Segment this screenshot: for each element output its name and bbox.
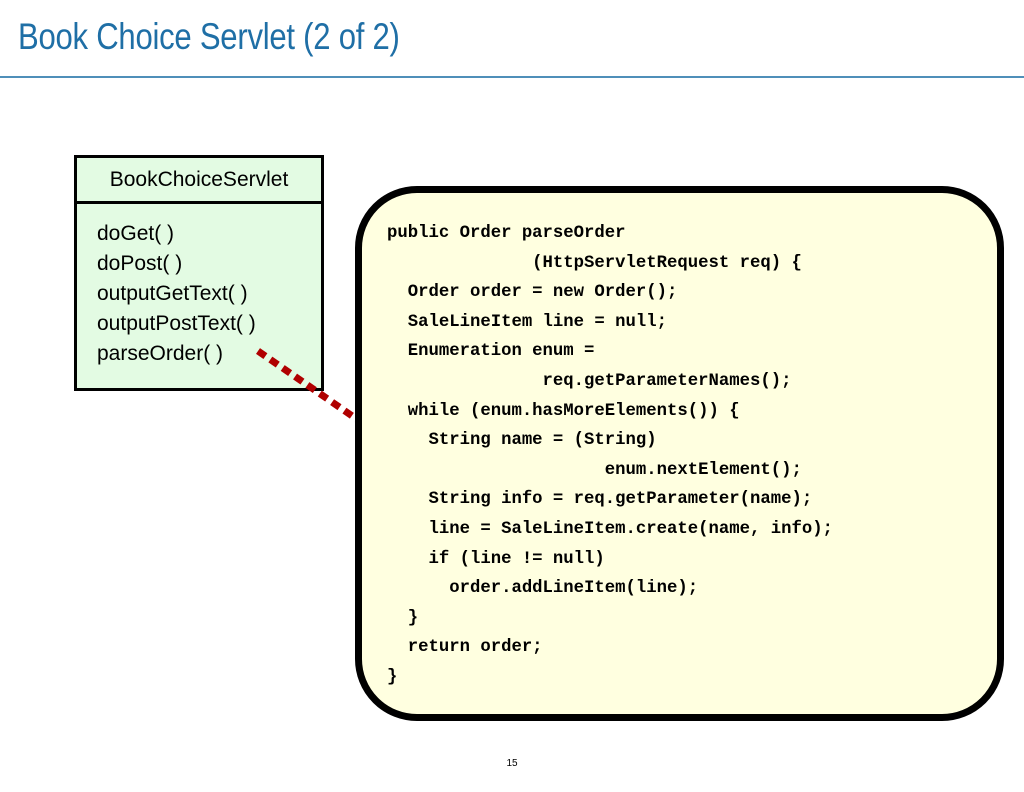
method-doget: doGet( ): [97, 222, 175, 245]
code-line: (HttpServletRequest req) {: [387, 253, 802, 273]
code-line: return order;: [387, 638, 543, 658]
code-box: public Order parseOrder (HttpServletRequ…: [355, 186, 1004, 721]
code-line: line = SaleLineItem.create(name, info);: [387, 519, 833, 539]
page-number: 15: [506, 758, 518, 769]
code-line: }: [387, 667, 398, 687]
code-line: public Order parseOrder: [387, 224, 626, 243]
method-parseorder: parseOrder( ): [97, 342, 224, 365]
method-list: doGet( ) doPost( ) outputGetText( ) outp…: [77, 204, 321, 369]
code-line: while (enum.hasMoreElements()) {: [387, 401, 740, 421]
code-line: Order order = new Order();: [387, 283, 678, 303]
code-line: SaleLineItem line = null;: [387, 312, 668, 332]
slide-title: Book Choice Servlet (2 of 2): [18, 16, 400, 57]
method-dopost: doPost( ): [97, 252, 183, 275]
code-line: String info = req.getParameter(name);: [387, 490, 813, 510]
method-outputposttext: outputPostText( ): [97, 312, 256, 335]
method-outputgettext: outputGetText( ): [97, 282, 248, 305]
code-line: req.getParameterNames();: [387, 371, 792, 391]
class-name: BookChoiceServlet: [77, 158, 321, 204]
code-line: if (line != null): [387, 549, 605, 569]
class-diagram-box: BookChoiceServlet doGet( ) doPost( ) out…: [74, 155, 324, 391]
code-line: order.addLineItem(line);: [387, 579, 699, 599]
code-listing: public Order parseOrder (HttpServletRequ…: [387, 219, 833, 693]
code-line: String name = (String): [387, 431, 657, 451]
code-line: }: [387, 608, 419, 628]
code-line: enum.nextElement();: [387, 460, 802, 480]
code-line: Enumeration enum =: [387, 342, 595, 362]
title-divider: [0, 76, 1024, 78]
